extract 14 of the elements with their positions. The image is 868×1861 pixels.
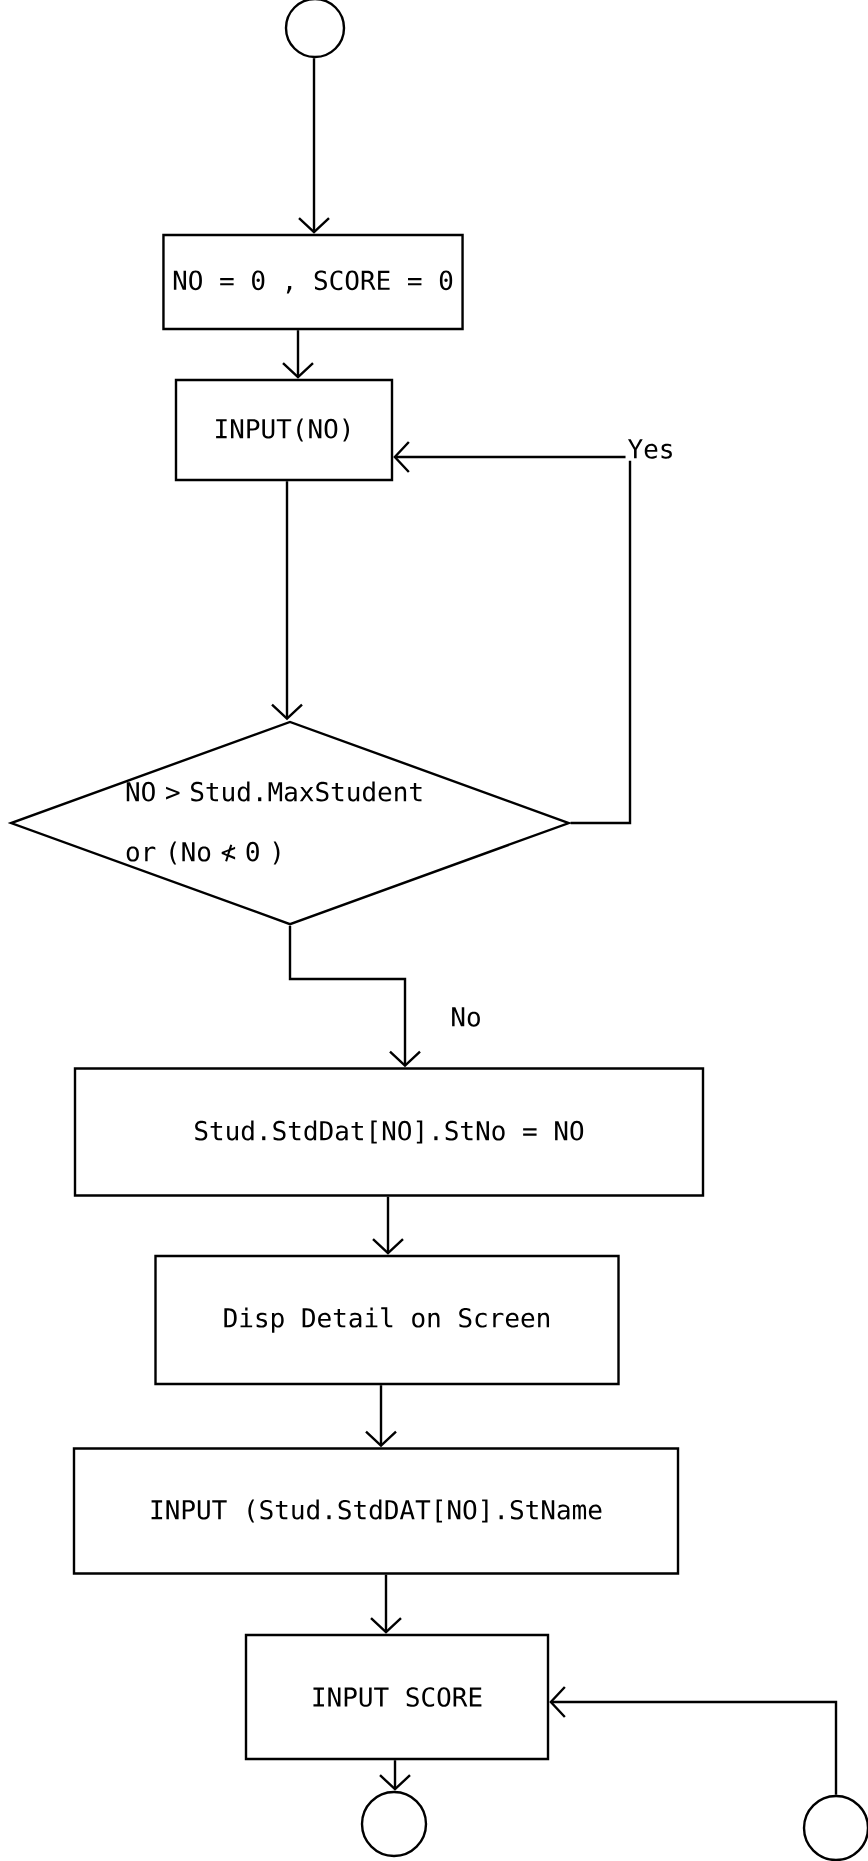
connector-circle [360, 1790, 428, 1858]
process-box: INPUT (Stud.StdDAT[NO].StName [72, 1447, 680, 1575]
process-box: INPUT SCORE [244, 1633, 550, 1761]
arrow [298, 58, 330, 234]
process-box: INPUT(NO) [174, 378, 394, 482]
process-box: Stud.StdDat[NO].StNo = NO [73, 1067, 705, 1197]
arrow [549, 1686, 838, 1795]
process-box: Disp Detail on Screen [154, 1254, 620, 1386]
edge-label: Yes [628, 439, 672, 459]
arrow [393, 441, 632, 825]
edge-label: No [452, 1007, 480, 1027]
process-box: NO = 0 , SCORE = 0 [162, 233, 464, 331]
arrow [271, 481, 303, 721]
arrow [288, 925, 421, 1068]
